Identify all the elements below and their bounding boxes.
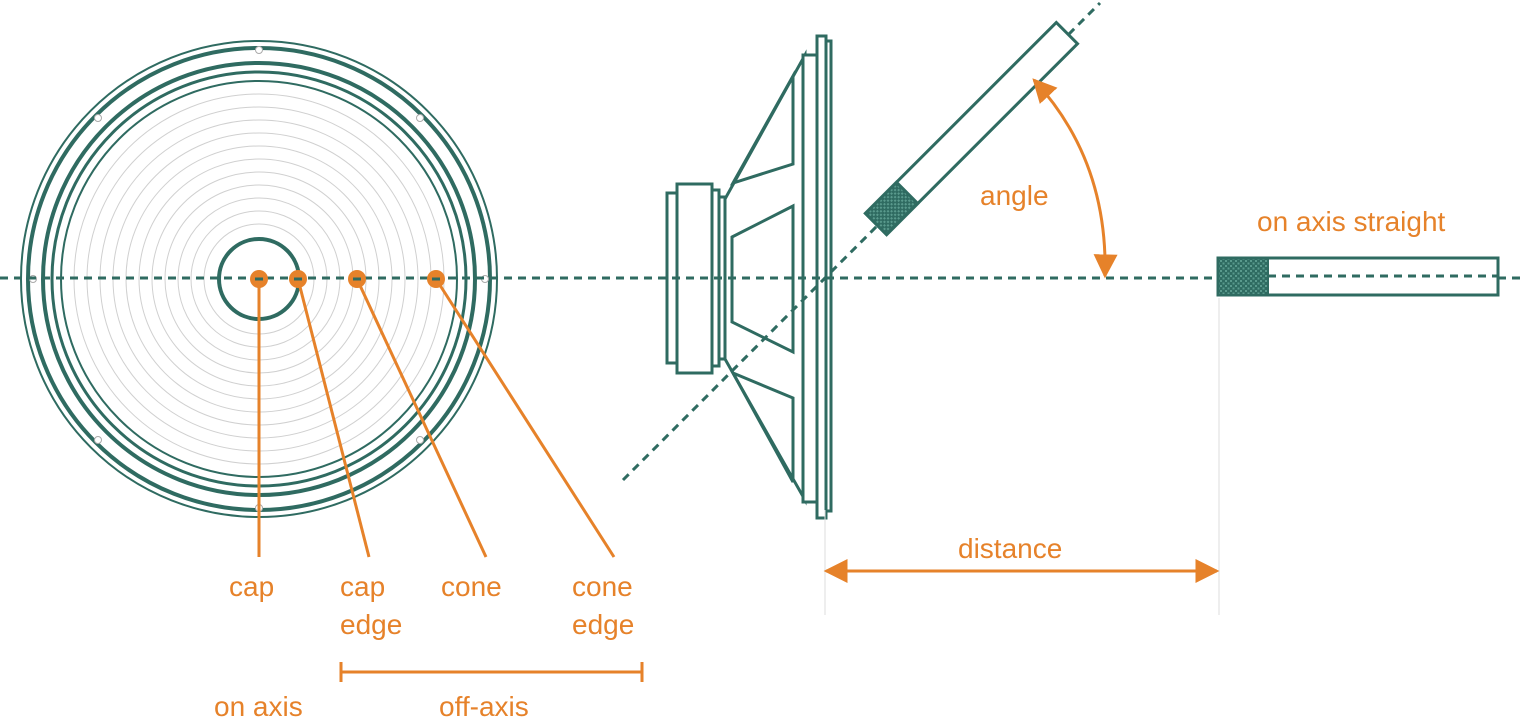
cap-edge-label-line1: cap [340,571,385,602]
cap-label: cap [229,571,274,602]
cone-edge-label-line1: cone [572,571,633,602]
distance-label: distance [958,533,1062,564]
cone-edge-leader [434,278,616,558]
off-axis-bracket [339,662,644,682]
cone-edge-label-line2: edge [572,609,634,640]
cap-edge-leader [296,278,371,558]
speaker-flange [824,39,833,513]
microphone-straight [1216,256,1500,297]
on-axis-straight-label: on axis straight [1257,206,1446,237]
mic-positions [257,278,616,558]
off-axis-group-label: off-axis [439,691,529,719]
cap-edge-label-line2: edge [340,609,402,640]
cone-leader [355,278,488,558]
cone-label: cone [441,571,502,602]
microphone-grille [863,180,920,237]
basket-window-mid [730,203,795,355]
angle-arc [1032,78,1118,279]
angle-label: angle [980,180,1049,211]
microphone-grille [1217,257,1269,296]
basket-window-bottom [729,369,795,483]
basket-window-top [729,70,795,186]
on-axis-group-label: on axis [214,691,303,719]
microphone-angled [863,20,1080,237]
